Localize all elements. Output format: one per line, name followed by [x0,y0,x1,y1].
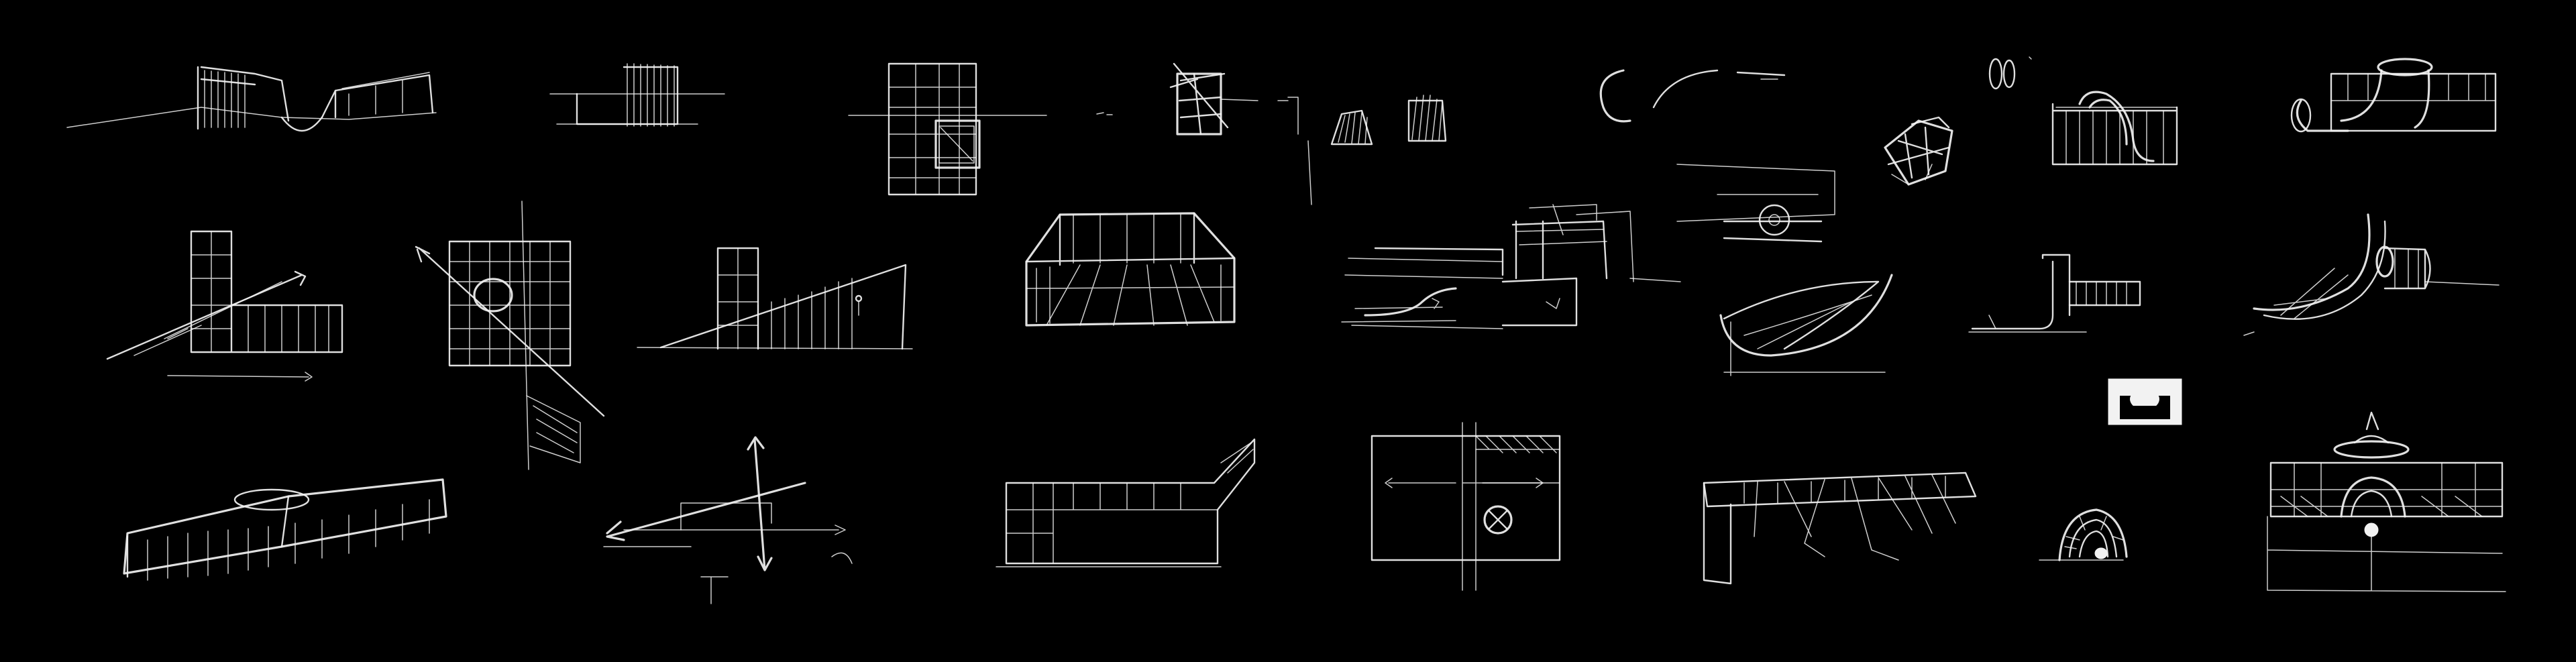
sketch-striped-box [549,63,725,127]
sketch-grid-circle-arrow [415,201,605,470]
sketch-j-section [1968,254,2141,333]
sketch-crossed-box [1169,62,1258,135]
sketch-icon-box [2108,378,2182,425]
sketch-hatched-forms [1277,95,1447,205]
sketch-stepped-section [1341,204,1681,329]
sketch-arched-dome [2039,508,2128,561]
sketch-slab-with-oval [123,478,447,581]
sketch-ovals [1988,56,2032,90]
sketch-section-twin-wings [66,66,437,132]
sketch-sweep-with-tube [2243,213,2500,336]
sketch-grid-plan [848,62,1047,196]
sketch-tangled-cube [1884,116,1953,186]
sketch-perspective-hall [1025,212,1236,327]
sketch-tiny-mark [1096,112,1113,115]
sketch-arc-and-bar [1599,69,1786,123]
sketch-long-hatched-bar [1703,472,1977,585]
sketch-grid-with-tube [2051,91,2178,166]
sketch-section-arch-cap [2267,411,2506,592]
sketch-tower-ramp [106,230,343,382]
sketch-crossed-arrows [603,436,853,604]
sketch-bench-raised [996,438,1256,567]
sketch-slope-section [637,247,913,350]
sketch-plan-circled-x [1371,422,1561,591]
sketch-box-with-eye [1676,164,1835,243]
sketch-bowl-section [1719,274,1893,376]
sketch-box-with-outlet [2290,58,2497,133]
